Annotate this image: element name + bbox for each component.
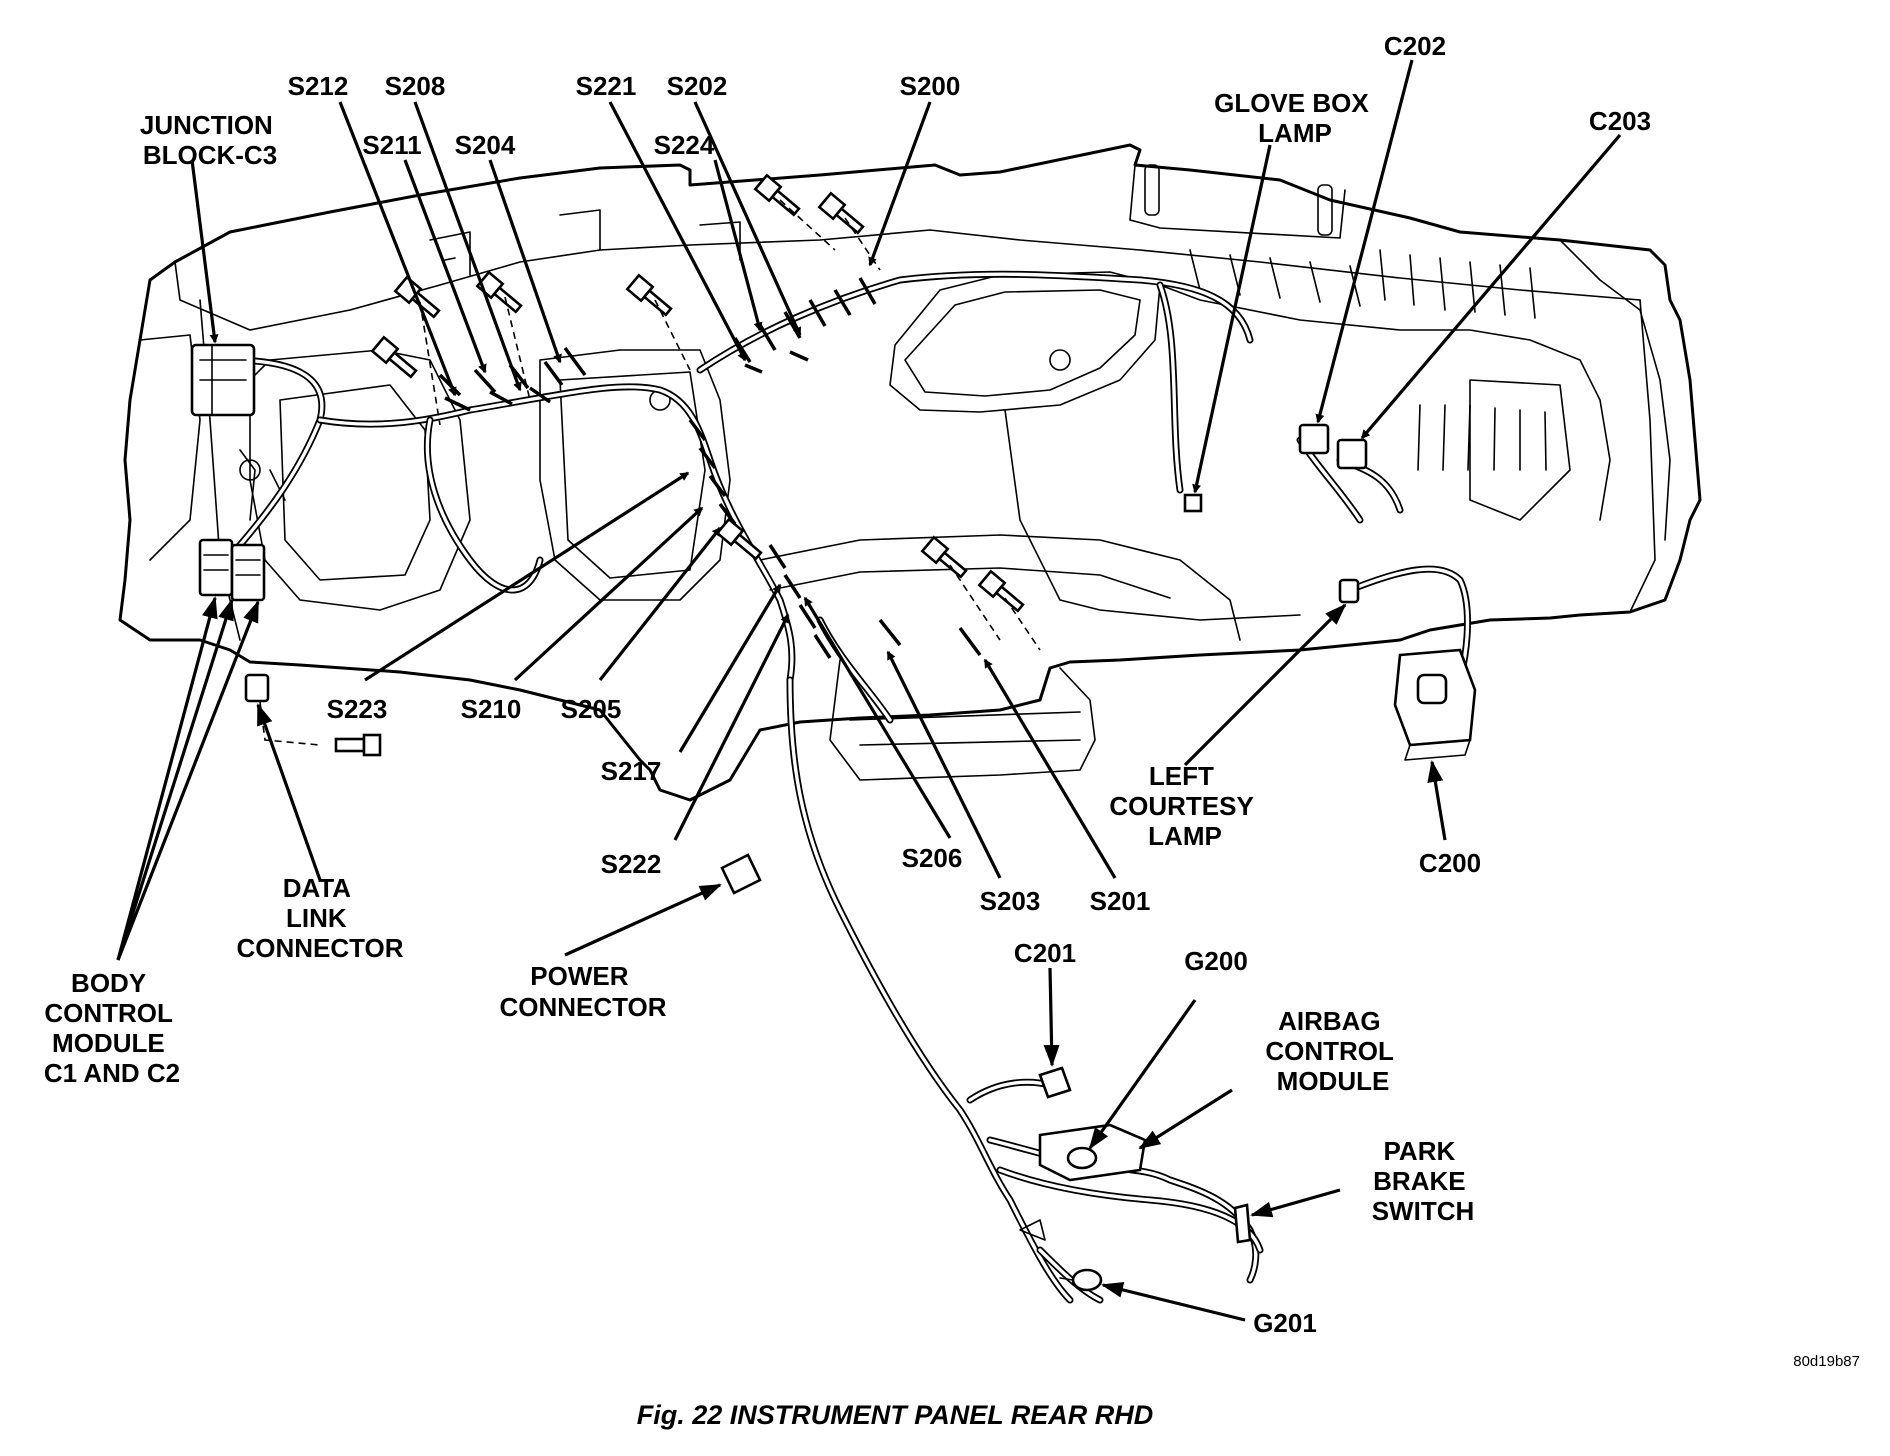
leader-s202 [693,101,802,337]
label-c201: C201 [1014,938,1076,968]
left-courtesy-lamp [1338,578,1360,604]
label-s211: S211 [362,130,421,160]
label-park-brake-switch: PARK BRAKE SWITCH [1372,1136,1475,1226]
leader-s210 [513,506,704,682]
glove-box-slot-left [1144,164,1160,216]
figure-caption: Fig. 22 INSTRUMENT PANEL REAR RHD [637,1400,1154,1430]
splice-ticks-center-low [768,544,982,659]
label-body-control-module: BODY CONTROL MODULE C1 AND C2 [44,968,180,1088]
leader-junction-block [190,159,219,344]
label-s200: S200 [900,71,961,101]
label-s210: S210 [461,694,522,724]
bolts [334,173,1025,757]
leader-s201 [983,658,1117,879]
junction-block-connector [190,343,256,417]
vent-louvers [429,209,741,276]
c200-connector [1393,648,1477,761]
label-glove-box-lamp: GLOVE BOX LAMP [1214,88,1376,148]
leader-airbag-control-module [1138,1088,1233,1150]
leader-glove-box-lamp [1192,144,1272,494]
leader-s222 [673,613,790,841]
leader-c201 [1043,967,1060,1067]
c202-connector [1298,423,1330,455]
data-link-connector [244,673,270,703]
label-s212: S212 [288,71,349,101]
leader-c202 [1315,59,1414,424]
label-g201: G201 [1253,1308,1317,1338]
park-brake-switch [1233,1203,1252,1244]
leader-left-courtesy-lamp [1183,603,1347,767]
label-g200: G200 [1184,946,1248,976]
leader-power-connector [564,883,722,957]
label-s224: S224 [654,130,715,160]
leader-s217 [678,583,782,753]
leader-g200 [1088,999,1197,1150]
label-s217: S217 [601,756,662,786]
power-connector [720,853,762,895]
leader-s223 [364,471,690,682]
label-left-courtesy-lamp: LEFT COURTESY LAMP [1109,761,1260,851]
leader-s205 [598,526,722,681]
right-panel-ribs [1189,249,1547,471]
leader-data-link-connector [256,703,322,881]
glove-box-slot-right [1317,184,1333,236]
label-s222: S222 [601,849,662,879]
leader-park-brake-switch [1250,1188,1341,1218]
label-s223: S223 [327,694,388,724]
leader-arrows [116,59,1622,1322]
leader-s206 [803,596,952,839]
leader-s221 [608,101,747,362]
label-airbag-control-module: AIRBAG CONTROL MODULE [1265,1006,1400,1096]
labels: JUNCTION BLOCK-C3 S212 S208 S211 S204 S2… [44,31,1651,1338]
leader-bcm-1 [116,596,218,961]
label-data-link-connector: DATA LINK CONNECTOR [236,873,403,963]
leader-s208 [413,101,522,392]
leader-s211 [403,159,487,374]
splice-ticks [438,277,982,659]
instrument-panel-body [118,143,1702,802]
label-s202: S202 [667,71,728,101]
body-control-module-connectors [198,538,266,602]
splice-ticks-center-vertical [688,418,737,526]
label-s206: S206 [902,843,963,873]
leader-s204 [488,159,562,364]
label-s203: S203 [980,886,1041,916]
label-s204: S204 [455,130,516,160]
label-c202: C202 [1384,31,1446,61]
label-s201: S201 [1090,886,1151,916]
c203-connector [1336,438,1368,470]
c201-connector [1038,1066,1072,1099]
leader-s224 [713,159,763,332]
g201-ground [1059,1268,1103,1292]
label-junction-block: JUNCTION BLOCK-C3 [140,110,280,170]
label-c203: C203 [1589,106,1651,136]
splice-ticks-center-top [733,277,877,374]
label-s205: S205 [561,694,622,724]
label-s221: S221 [576,71,637,101]
airbag-control-module [1038,1123,1147,1182]
bolt-install-lines [259,199,1041,746]
leader-g201 [1101,1282,1246,1322]
leader-bcm-3 [116,600,260,961]
leader-c203 [1360,133,1622,440]
wire-harness [206,270,1471,1304]
harness-clip [1019,1219,1046,1241]
leader-s212 [338,101,457,397]
figure-code: 80d19b87 [1793,1353,1860,1370]
label-power-connector: POWER CONNECTOR [499,961,666,1022]
leader-s203 [886,650,1002,879]
label-c200: C200 [1419,848,1481,878]
components [190,173,1477,1292]
label-s208: S208 [385,71,446,101]
leader-bcm-2 [116,598,234,961]
glove-box-lamp [1183,493,1203,513]
leader-c200 [1427,760,1447,841]
leader-s200 [868,101,932,267]
